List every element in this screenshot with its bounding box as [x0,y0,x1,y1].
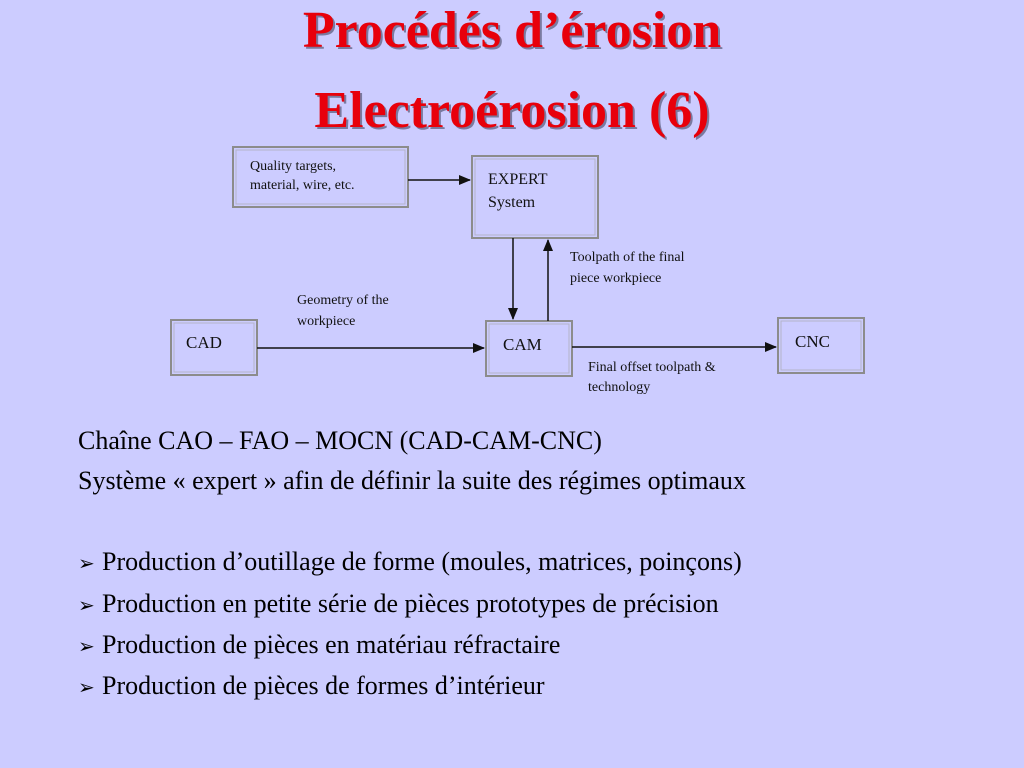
cad-label: CAD [186,333,222,352]
bullet-text: Production en petite série de pièces pro… [102,589,719,618]
arrow-bullet-icon: ➢ [78,595,95,617]
arrow-bullet-icon: ➢ [78,677,95,699]
arrow-bullet-icon: ➢ [78,553,95,575]
geometry-label-line2: workpiece [297,314,355,329]
cam-label: CAM [503,335,542,354]
quality-targets-box: Quality targets, material, wire, etc. [232,146,409,208]
bullet-text: Production de pièces de formes d’intérie… [102,671,545,700]
expert-system-line: Système « expert » afin de définir la su… [78,466,746,495]
slide-subtitle: Electroérosion (6) [314,82,710,139]
offset-label-line1: Final offset toolpath & [588,360,716,375]
toolpath-label-line1: Toolpath of the final [570,250,685,265]
bullet-text: Production de pièces en matériau réfract… [102,630,561,659]
toolpath-label-line2: piece workpiece [570,271,661,286]
bullet-item: ➢ Production de pièces en matériau réfrac… [78,630,560,662]
bullet-item: ➢ Production d’outillage de forme (moules… [78,547,742,579]
bullet-item: ➢ Production de pièces de formes d’intéri… [78,671,545,703]
expert-line2: System [488,194,536,211]
quality-targets-line1: Quality targets, [250,159,336,174]
cnc-box: CNC [777,317,865,374]
bullet-text: Production d’outillage de forme (moules,… [102,547,742,576]
bullet-item: ➢ Production en petite série de pièces pr… [78,589,719,621]
cad-cam-cnc-diagram: Quality targets, material, wire, etc. EX… [170,146,865,395]
slide-title: Procédés d’érosion [302,2,722,59]
cnc-label: CNC [795,332,830,351]
cad-box: CAD [170,319,258,376]
chain-line: Chaîne CAO – FAO – MOCN (CAD-CAM-CNC) [78,426,602,455]
cam-box: CAM [485,320,573,377]
geometry-label-line1: Geometry of the [297,293,389,308]
offset-label-line2: technology [588,380,650,395]
quality-targets-line2: material, wire, etc. [250,178,355,193]
expert-system-box: EXPERT System [471,155,599,239]
arrow-bullet-icon: ➢ [78,636,95,658]
expert-line1: EXPERT [488,171,548,188]
